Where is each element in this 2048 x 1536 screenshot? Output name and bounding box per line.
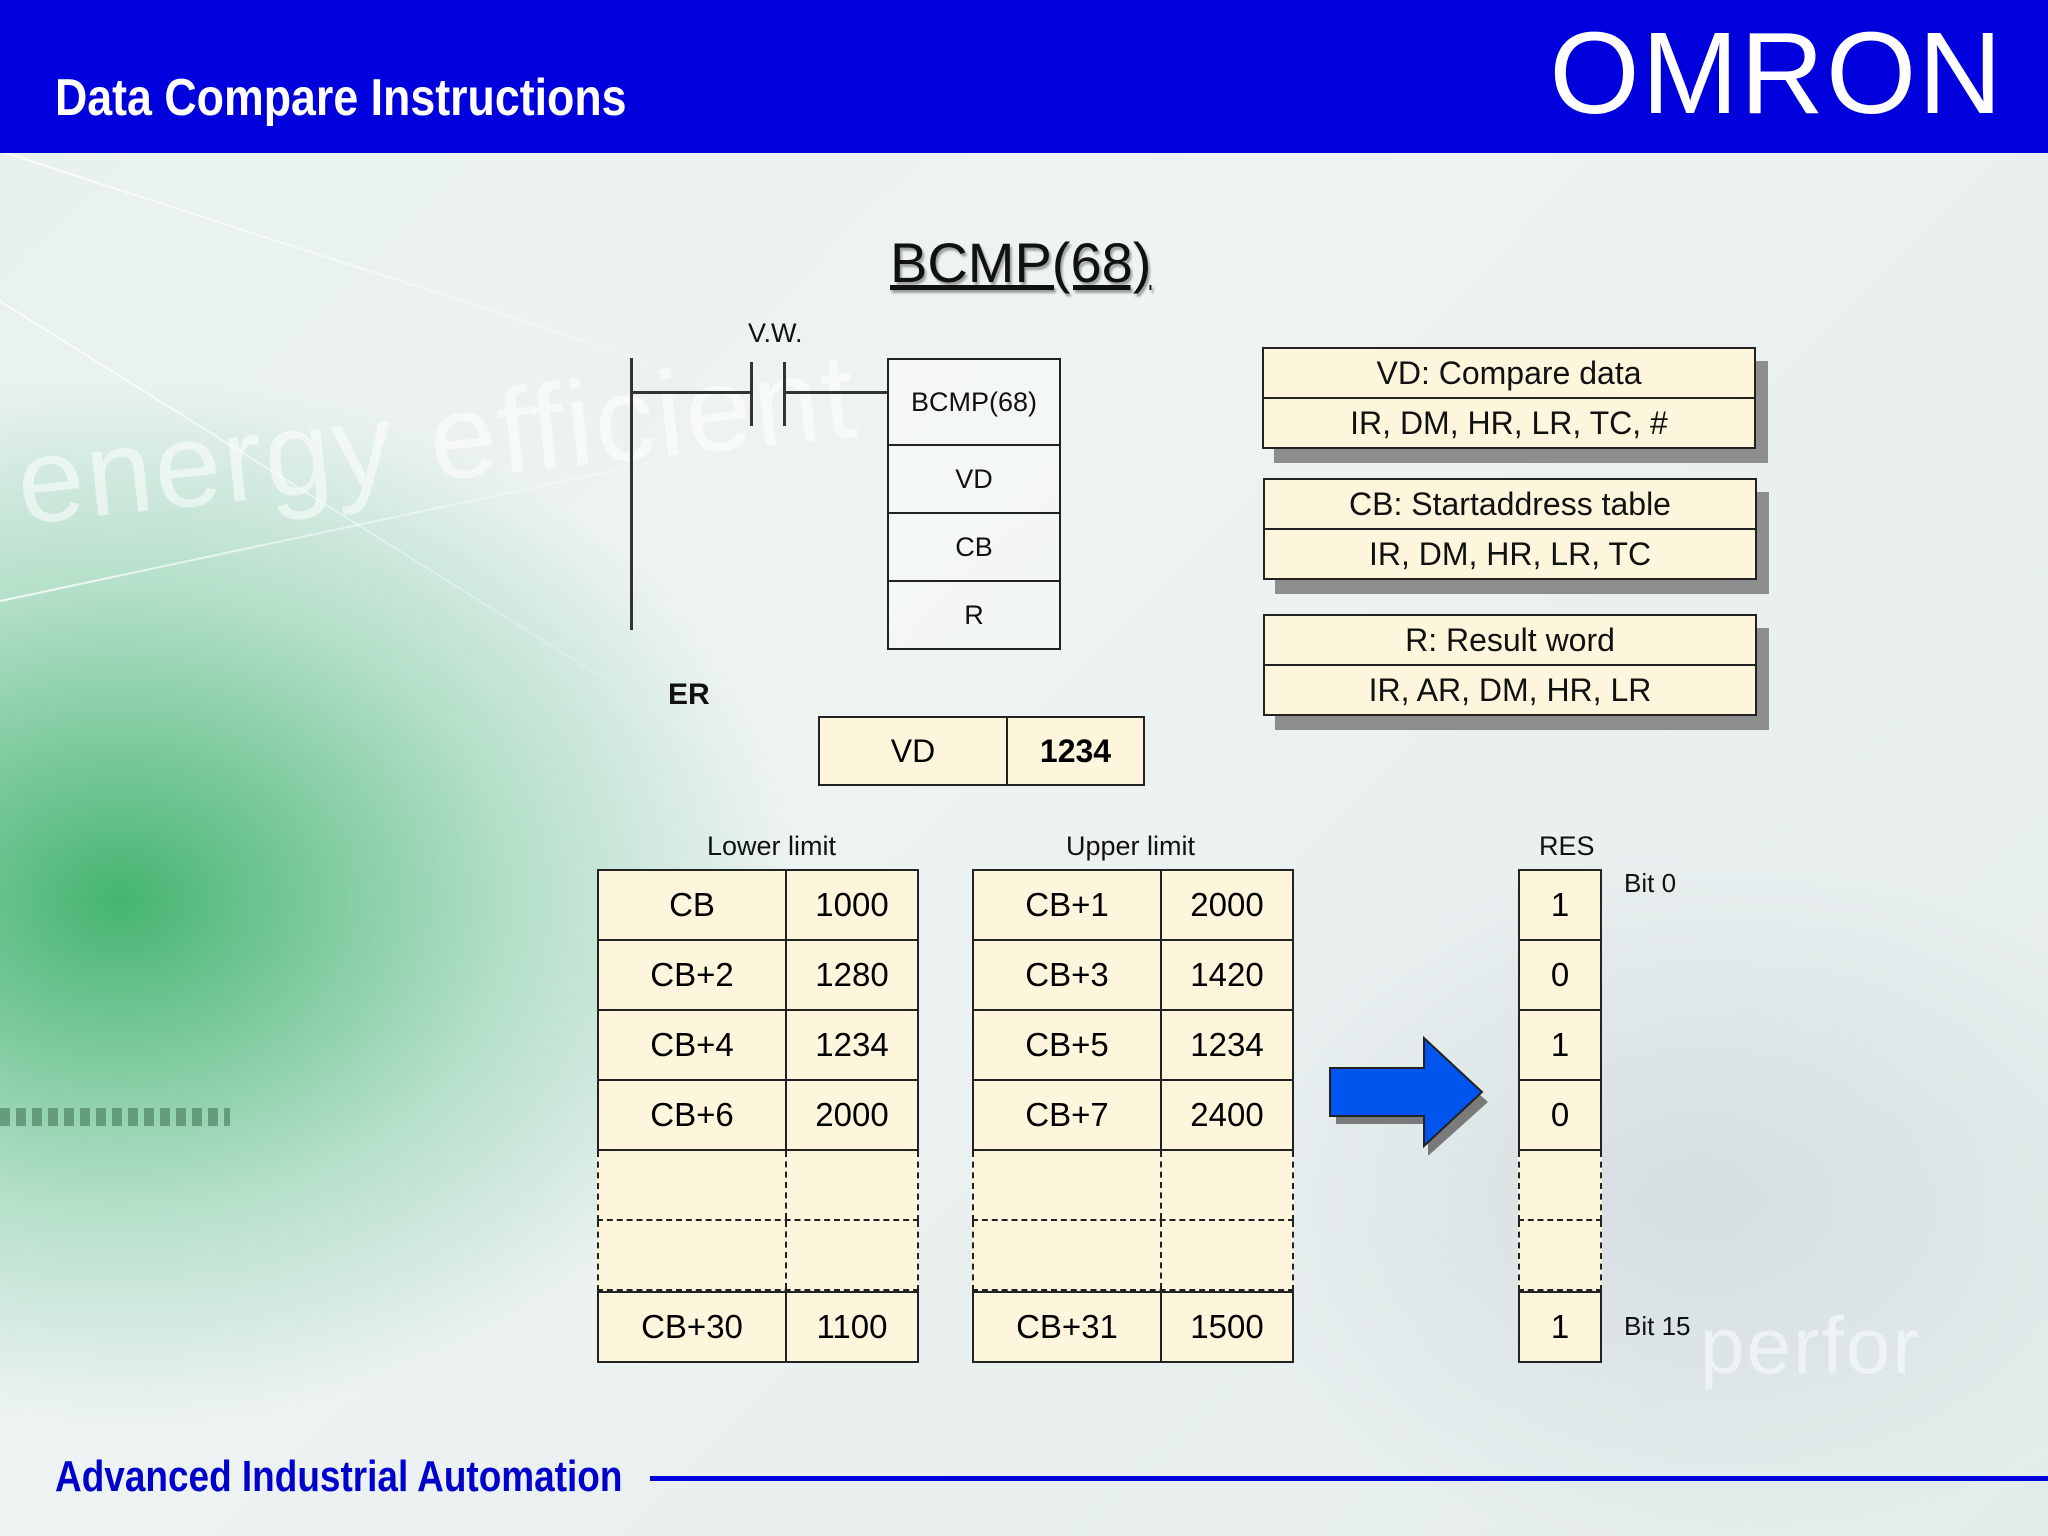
background-watermark-perform: perfor [1700,1301,1921,1390]
value-cell: 1280 [815,956,889,993]
address-cell [599,1151,787,1219]
value-cell: 2000 [1190,886,1264,923]
table-row: CB+1 2000 [972,869,1294,941]
operand-box-cb: CB: Startaddress table IR, DM, HR, LR, T… [1263,478,1769,594]
lower-limit-title: Lower limit [707,831,837,861]
address-cell: CB+2 [599,941,787,1009]
table-row: CB+31 1500 [972,1291,1294,1363]
instruction-box: BCMP(68) VD CB R [887,358,1061,650]
value-cell [787,1221,917,1289]
address-cell: CB+3 [974,941,1162,1009]
brand-logo: OMRON [1549,8,2004,138]
address-cell: CB+31 [974,1293,1162,1361]
operand-name: CB: Startaddress table [1349,485,1671,522]
rung-line-left [630,391,750,394]
upper-limit-title: Upper limit [1066,831,1196,861]
diagram-title: BCMP(68) [890,231,1152,294]
operand-areas: IR, AR, DM, HR, LR [1265,664,1755,714]
address-cell: CB+30 [599,1293,787,1361]
table-row: CB+2 1280 [597,941,919,1011]
result-bit: 1 [1518,1291,1602,1363]
address-cell: CB+5 [974,1011,1162,1079]
result-bit: 0 [1518,1081,1602,1151]
operand-name: R: Result word [1405,621,1615,658]
operand-box-body: VD: Compare data IR, DM, HR, LR, TC, # [1262,347,1756,449]
operand-box-body: R: Result word IR, AR, DM, HR, LR [1263,614,1757,716]
bit-last-label: Bit 15 [1624,1311,1691,1341]
left-power-rail [630,358,633,630]
contact-bar-right [783,362,786,426]
upper-limit-table: CB+1 2000 CB+3 1420 CB+5 1234 CB+7 2400 CB+3… [972,869,1294,1363]
result-title: RES [1539,831,1595,861]
vd-value: 1234 [1039,732,1112,769]
instruction-box-r: R [964,599,984,630]
table-row-placeholder [972,1151,1294,1221]
address-cell: CB+6 [599,1081,787,1149]
operand-box-r: R: Result word IR, AR, DM, HR, LR [1263,614,1769,730]
table-row: CB+5 1234 [972,1011,1294,1081]
address-cell: CB [599,871,787,939]
table-row: CB 1000 [597,869,919,941]
address-cell: CB+4 [599,1011,787,1079]
footer-text: Advanced Industrial Automation [55,1452,623,1501]
address-cell [974,1221,1162,1289]
operand-box-body: CB: Startaddress table IR, DM, HR, LR, T… [1263,478,1757,580]
operand-box-vd: VD: Compare data IR, DM, HR, LR, TC, # [1262,347,1768,463]
operand-areas: IR, DM, HR, LR, TC [1265,528,1755,578]
table-row: CB+7 2400 [972,1081,1294,1151]
address-cell: CB+7 [974,1081,1162,1149]
value-cell [1162,1151,1292,1219]
address-cell [599,1221,787,1289]
table-row-placeholder [972,1221,1294,1291]
contact-bar-left [750,362,753,426]
vd-label: VD [820,718,1008,784]
result-bit: 0 [1518,941,1602,1011]
contact-label: V.W. [748,318,803,348]
result-bit: 1 [1518,869,1602,941]
page-title: Data Compare Instructions [55,69,627,127]
background-stripe [0,1108,230,1126]
background-watermark-energy: energy efficient [10,328,864,550]
header-bar: Data Compare Instructions OMRON [0,0,2048,153]
arrow-right-icon [1329,1035,1488,1155]
rung-line-right [786,391,887,394]
lower-limit-table: CB 1000 CB+2 1280 CB+4 1234 CB+6 2000 CB+30 1… [597,869,919,1363]
instruction-box-mnemonic: BCMP(68) [889,360,1059,446]
table-row: CB+30 1100 [597,1291,919,1363]
operand-areas: IR, DM, HR, LR, TC, # [1264,397,1754,447]
result-table: 1 0 1 0 1 [1518,869,1602,1363]
value-cell [1162,1221,1292,1289]
value-cell: 2000 [815,1096,889,1133]
table-row-placeholder [597,1221,919,1291]
address-cell [974,1151,1162,1219]
value-cell: 1100 [816,1308,888,1345]
value-cell [787,1151,917,1219]
table-row: CB+3 1420 [972,941,1294,1011]
address-cell: CB+1 [974,871,1162,939]
value-cell: 2400 [1190,1096,1264,1133]
value-cell: 1420 [1190,956,1264,993]
table-row: CB+6 2000 [597,1081,919,1151]
instruction-box-cb: CB [889,514,1059,582]
er-label: ER [668,678,710,711]
result-bit-placeholder [1518,1221,1602,1291]
value-cell: 1500 [1190,1308,1264,1345]
instruction-box-vd: VD [889,446,1059,514]
arrow-body [1329,1035,1484,1149]
value-cell: 1000 [815,886,889,923]
vd-value-box: VD 1234 [818,716,1145,786]
value-cell: 1234 [815,1026,889,1063]
result-bit: 1 [1518,1011,1602,1081]
result-bit-placeholder [1518,1151,1602,1221]
operand-name: VD: Compare data [1376,354,1642,391]
value-cell: 1234 [1190,1026,1264,1063]
bit-first-label: Bit 0 [1624,868,1677,898]
footer-line [650,1476,2048,1481]
table-row-placeholder [597,1151,919,1221]
table-row: CB+4 1234 [597,1011,919,1081]
